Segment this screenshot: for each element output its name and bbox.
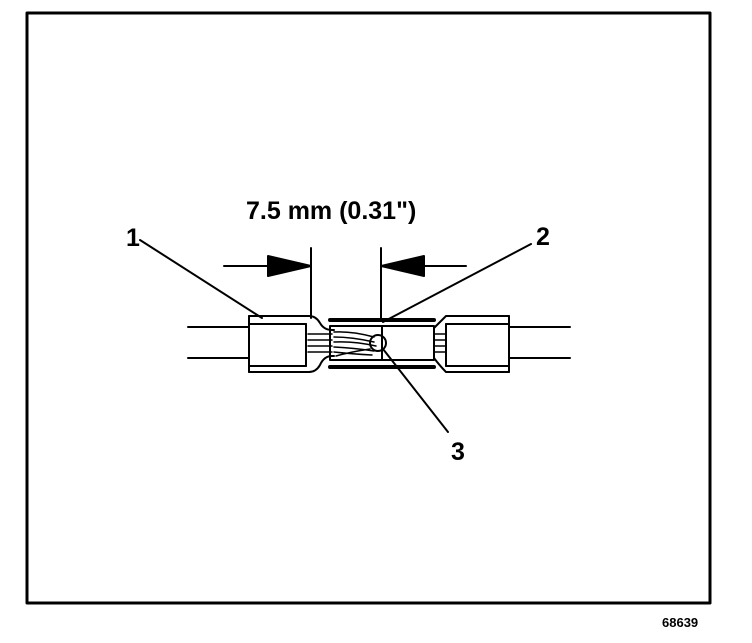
dimension-arrow-left — [223, 255, 312, 277]
dimension-label: 7.5 mm (0.31") — [246, 197, 416, 225]
splice-sleeve — [328, 318, 436, 369]
wire-strands-right — [433, 333, 447, 353]
callout-1: 1 — [126, 224, 140, 252]
leader-line-1 — [139, 239, 263, 319]
wire-strands-left — [307, 333, 333, 353]
callout-3: 3 — [451, 438, 465, 466]
callout-2: 2 — [536, 223, 550, 251]
insulation-right — [433, 315, 510, 373]
leader-line-2 — [382, 243, 532, 323]
inspection-hole — [369, 334, 387, 352]
figure-frame — [25, 11, 712, 605]
wire-right — [508, 326, 571, 359]
leader-line-3 — [382, 348, 449, 433]
dimension-arrow-right — [380, 255, 467, 277]
wire-left — [187, 326, 250, 359]
insulation-left — [248, 315, 335, 373]
figure-id: 68639 — [662, 615, 698, 630]
